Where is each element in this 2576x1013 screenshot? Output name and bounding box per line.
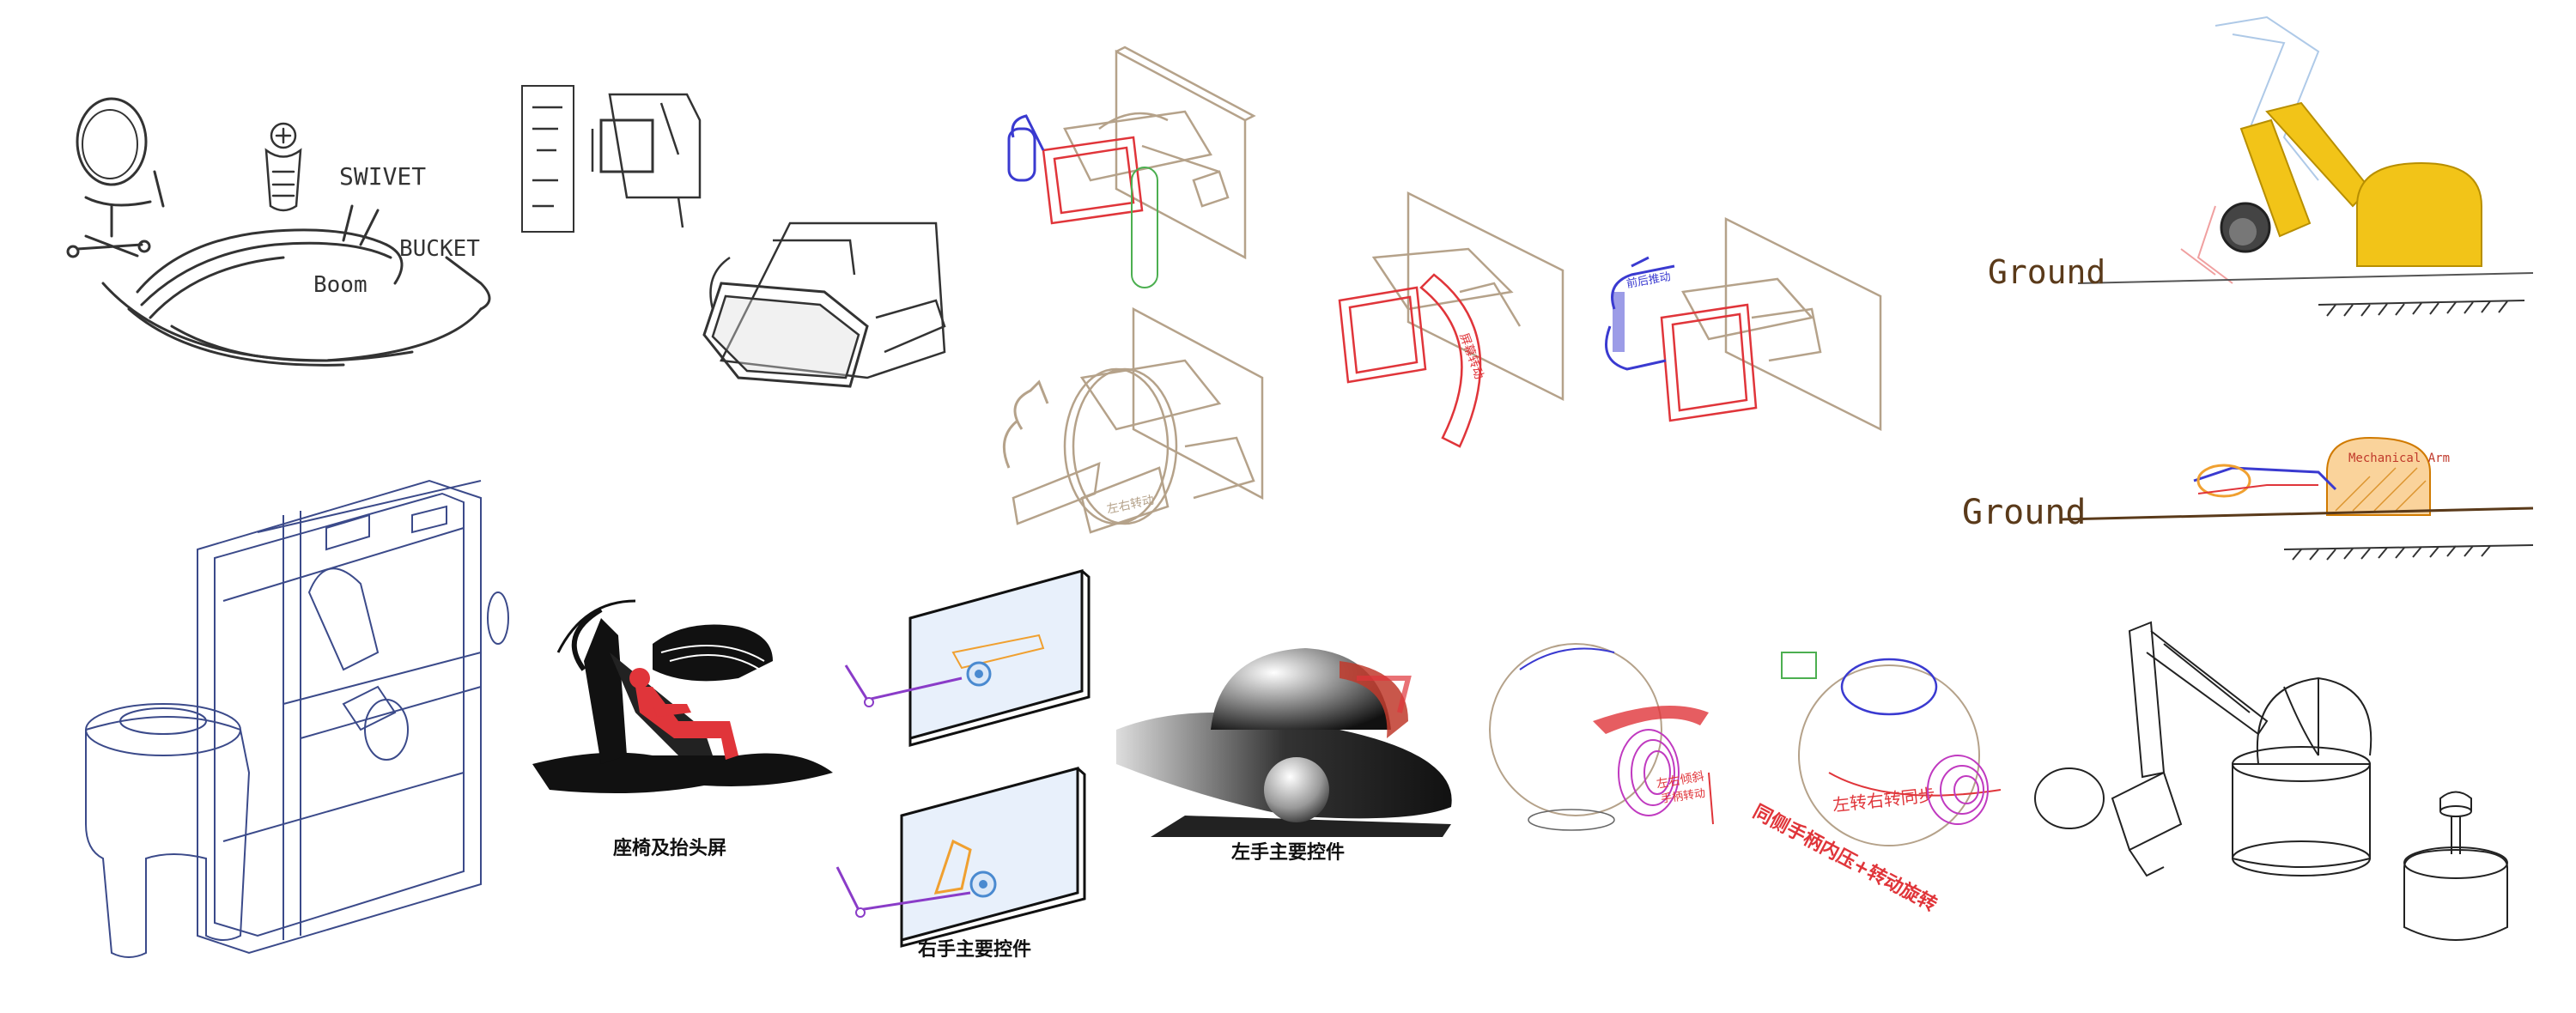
cab-frame-rig xyxy=(85,479,509,958)
joystick-sketch xyxy=(264,122,302,212)
screen-arm-concept-1 xyxy=(1007,45,1256,288)
left-hand-sphere-control xyxy=(1116,648,1452,837)
mechanical-arm-diagram: Ground Mechanical Arm Ground xyxy=(1962,15,2534,561)
yoke-screen-sketch xyxy=(702,221,946,388)
excavator-model-drawing xyxy=(2034,621,2508,941)
boom-sketch xyxy=(101,204,491,367)
screen-arm-concept-4: 前后推动 xyxy=(1605,216,1882,432)
mechanical-arm-label: Mechanical Arm xyxy=(2348,452,2450,465)
sphere-ring-label: 左转右转同步 xyxy=(1832,785,1936,816)
sphere-handle-concept-2: 左转右转同步 同侧手柄内压+转动旋转 手柄转动 xyxy=(1660,652,2002,916)
seat-headup-screen-sketch xyxy=(532,599,833,793)
cab-concept-sketch: SWIVET BUCKET Boom xyxy=(66,97,491,367)
ground-label-2: Ground xyxy=(1962,493,2087,532)
right-hand-screen-lower xyxy=(835,767,1086,948)
caption-left-hand: 左手主要控件 xyxy=(1231,841,1345,864)
diagonal-annotation: 同侧手柄内压+转动旋转 xyxy=(1749,800,1941,916)
boom-label: Boom xyxy=(313,272,368,298)
right-hand-screen-upper xyxy=(844,569,1091,747)
sphere-handle-concept-1: 左右倾斜 xyxy=(1489,643,1714,831)
screen-arm-concept-2: 左右转动 xyxy=(1002,306,1264,534)
swivel-label: SWIVET xyxy=(339,162,426,191)
screen-arm-concept-3: 屏幕转动 xyxy=(1338,191,1564,448)
chair-sketch xyxy=(66,97,165,258)
sphere-handle-label: 手柄转动 xyxy=(1660,787,1706,806)
bucket-label: BUCKET xyxy=(399,236,480,262)
caption-seat-screen: 座椅及抬头屏 xyxy=(613,837,726,859)
caption-right-hand: 右手主要控件 xyxy=(918,938,1031,961)
push-arrow-label: 前后推动 xyxy=(1625,270,1672,291)
screen-mount-sketch xyxy=(521,85,946,388)
ground-label-1: Ground xyxy=(1988,253,2105,291)
